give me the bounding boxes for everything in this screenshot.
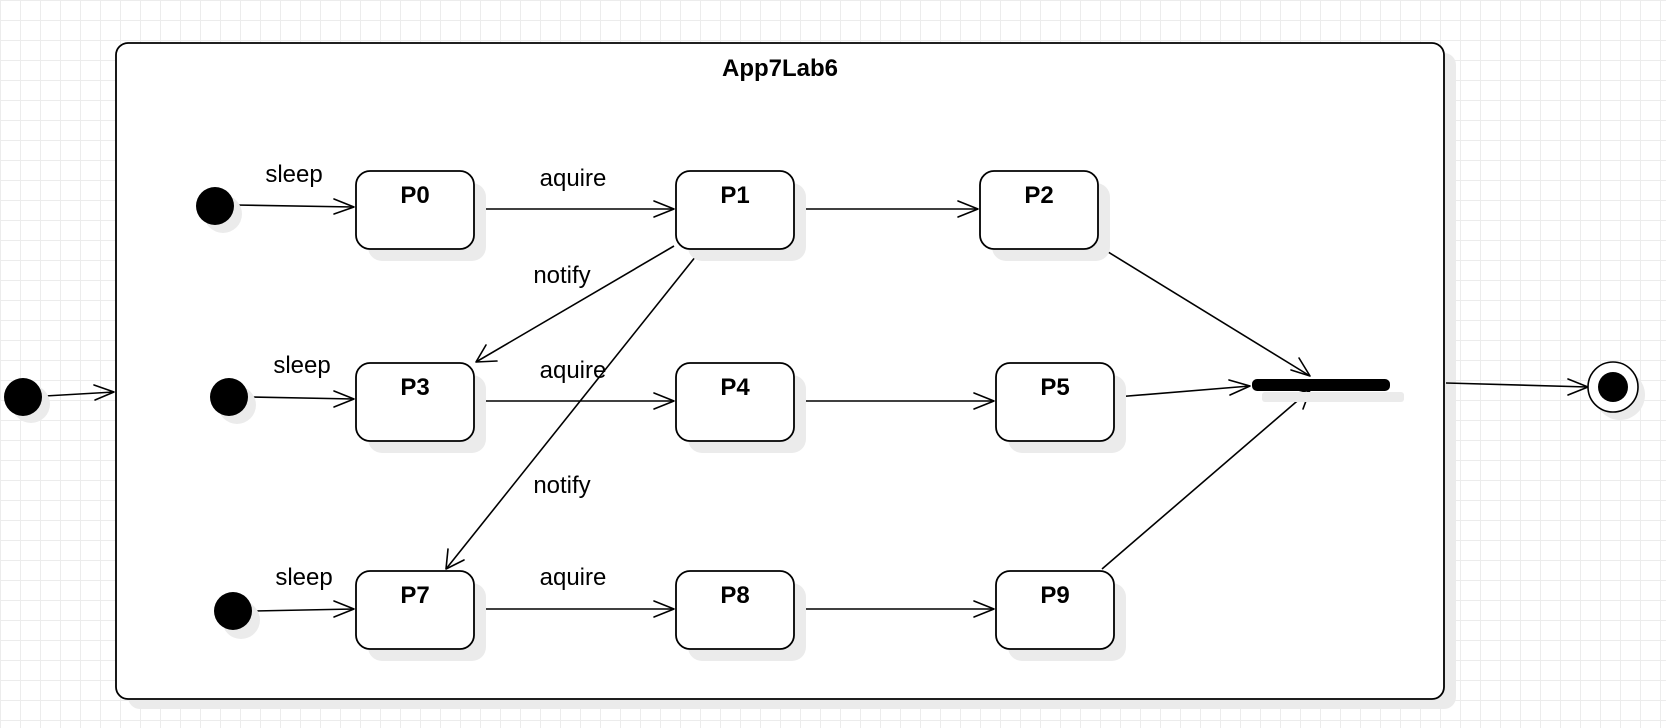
transitions	[44, 198, 1589, 618]
state-label: P0	[400, 182, 429, 209]
arrowhead	[973, 600, 995, 618]
label-sleep-row-1: sleep	[265, 161, 322, 188]
label-aquire-row-1: aquire	[540, 165, 607, 192]
initial-pseudostates	[4, 187, 260, 639]
initial-pseudostate-row-3[interactable]	[214, 592, 252, 630]
transition-to-final[interactable]	[1445, 382, 1589, 388]
arrowhead	[93, 384, 115, 401]
label-aquire-row-2: aquire	[540, 357, 607, 384]
state-p2[interactable]: P2	[979, 170, 1110, 261]
state-p1[interactable]: P1	[675, 170, 806, 261]
state-label: P3	[400, 374, 429, 401]
transition-labels: sleep aquire notify sleep aquire notify …	[265, 161, 606, 591]
label-notify-p7: notify	[533, 472, 590, 499]
state-box	[675, 362, 795, 442]
arrowhead	[957, 200, 979, 218]
transition-p9-join[interactable]	[1101, 389, 1311, 570]
state-label: P2	[1024, 182, 1053, 209]
state-p5[interactable]: P5	[995, 362, 1126, 453]
initial-pseudostate-row-1[interactable]	[196, 187, 234, 225]
join-bar-shadow	[1262, 392, 1404, 402]
transition-p2-join[interactable]	[1099, 246, 1311, 377]
transition-initial-p0[interactable]	[234, 204, 355, 208]
arrowhead	[445, 548, 465, 570]
arrowhead	[973, 392, 995, 410]
label-notify-p3: notify	[533, 262, 590, 289]
arrowhead	[333, 390, 355, 408]
join-bar-shape	[1252, 379, 1390, 391]
label-aquire-row-3: aquire	[540, 564, 607, 591]
state-label: P4	[720, 374, 750, 401]
label-sleep-row-3: sleep	[275, 564, 332, 591]
state-box	[995, 570, 1115, 650]
composite-state-title: App7Lab6	[722, 55, 838, 82]
state-box	[675, 570, 795, 650]
transition-p1-p3-notify[interactable]	[475, 245, 675, 363]
transition-initial-p3[interactable]	[248, 396, 355, 400]
transition-p1-p7-notify[interactable]	[445, 250, 701, 570]
state-box	[675, 170, 795, 250]
state-p7[interactable]: P7	[355, 570, 486, 661]
state-box	[979, 170, 1099, 250]
arrowhead	[333, 198, 355, 215]
state-label: P9	[1040, 582, 1069, 609]
state-label: P5	[1040, 374, 1069, 401]
state-box	[355, 362, 475, 442]
initial-pseudostate-outer[interactable]	[4, 378, 42, 416]
transition-initial-p7[interactable]	[253, 608, 355, 612]
arrowhead	[1228, 379, 1251, 396]
final-state[interactable]	[1587, 361, 1645, 420]
state-p4[interactable]: P4	[675, 362, 806, 453]
arrowhead	[653, 392, 675, 410]
state-p0[interactable]: P0	[355, 170, 486, 261]
final-state-dot	[1598, 372, 1628, 402]
arrowhead	[333, 600, 355, 618]
state-label: P1	[720, 182, 749, 209]
transition-p5-join[interactable]	[1115, 385, 1251, 398]
state-label: P8	[720, 582, 749, 609]
arrowhead	[475, 344, 498, 363]
state-p9[interactable]: P9	[995, 570, 1126, 661]
arrowhead	[653, 600, 675, 618]
state-box	[355, 570, 475, 650]
initial-pseudostate-row-2[interactable]	[210, 378, 248, 416]
state-p3[interactable]: P3	[355, 362, 486, 453]
transition-outer-initial[interactable]	[44, 391, 115, 397]
state-box	[355, 170, 475, 250]
join-bar[interactable]	[1252, 379, 1404, 402]
state-box	[995, 362, 1115, 442]
arrowhead	[1290, 357, 1311, 377]
state-p8[interactable]: P8	[675, 570, 806, 661]
state-label: P7	[400, 582, 429, 609]
label-sleep-row-2: sleep	[273, 352, 330, 379]
arrowhead	[653, 200, 675, 218]
